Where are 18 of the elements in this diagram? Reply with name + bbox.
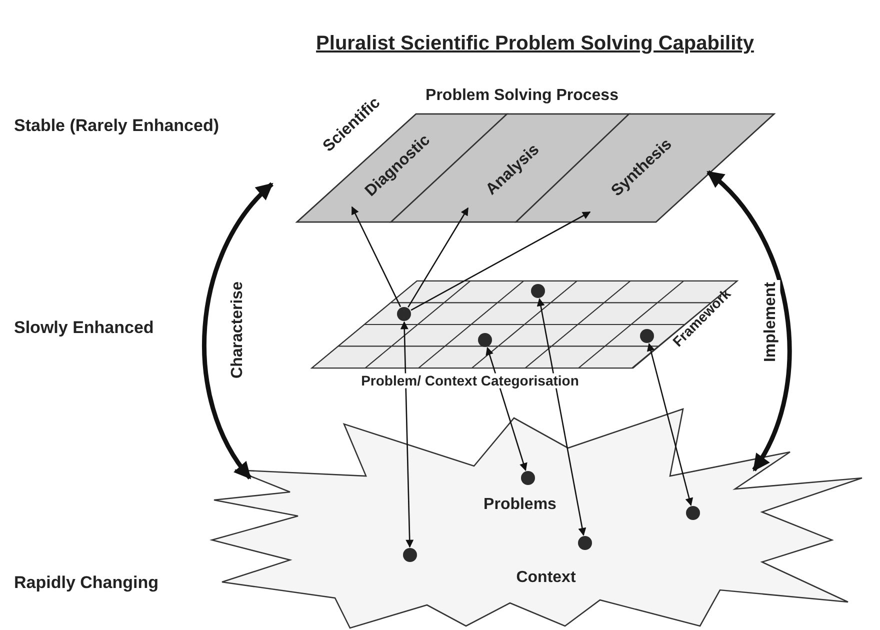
arrow bbox=[646, 342, 694, 506]
arrow bbox=[706, 170, 792, 472]
diagram-title: Pluralist Scientific Problem Solving Capability bbox=[316, 32, 754, 56]
arrow bbox=[408, 207, 469, 308]
grid-label: Problem/ Context Categorisation bbox=[359, 373, 581, 389]
arrow bbox=[400, 321, 414, 548]
level-label: Rapidly Changing bbox=[14, 573, 158, 593]
arrow bbox=[486, 346, 528, 472]
plane-title: Problem Solving Process bbox=[426, 87, 618, 105]
arrow bbox=[410, 211, 591, 311]
arrow bbox=[536, 298, 586, 536]
burst-label: Context bbox=[516, 569, 576, 587]
arrow bbox=[351, 206, 402, 308]
edge-label: Implement bbox=[762, 280, 780, 364]
burst-label: Problems bbox=[484, 496, 556, 514]
level-label: Slowly Enhanced bbox=[14, 318, 154, 338]
arrow bbox=[202, 182, 274, 480]
level-label: Stable (Rarely Enhanced) bbox=[14, 116, 220, 136]
